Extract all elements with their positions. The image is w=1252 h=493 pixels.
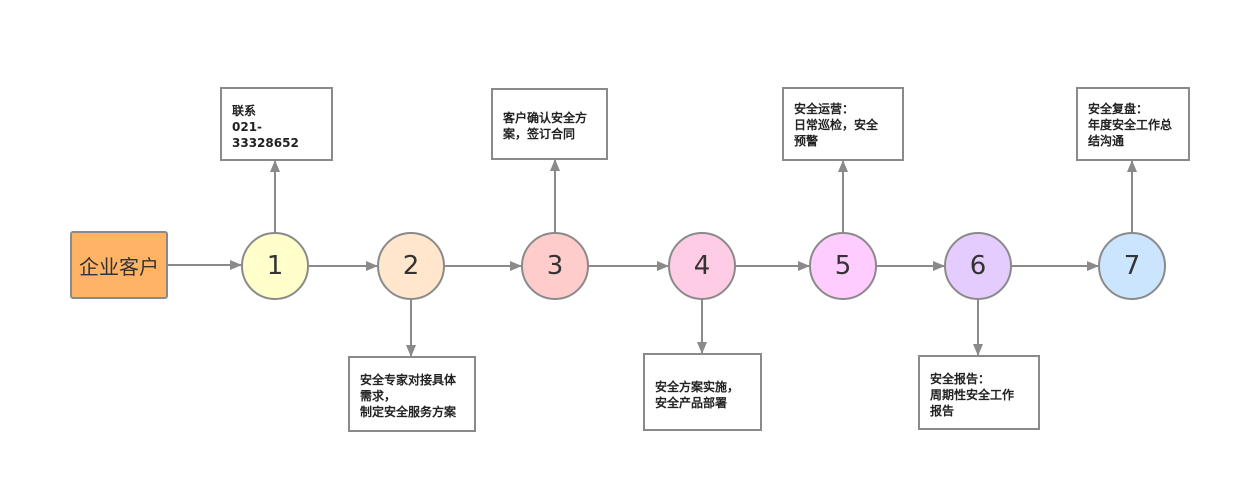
step-number: 2 (402, 251, 420, 281)
step-node-2: 2 (377, 232, 445, 300)
note-operations: 安全运营： 日常巡检，安全 预警 (782, 87, 904, 161)
note-contact: 联系 021- 33328652 (220, 87, 333, 161)
start-node-enterprise-client: 企业客户 (70, 231, 168, 299)
step-number: 4 (693, 251, 711, 281)
step-node-5: 5 (809, 232, 877, 300)
step-number: 5 (834, 251, 852, 281)
note-security-report: 安全报告： 周期性安全工作 报告 (918, 355, 1040, 430)
step-node-3: 3 (521, 232, 589, 300)
step-node-7: 7 (1098, 232, 1166, 300)
step-number: 7 (1123, 251, 1141, 281)
step-node-6: 6 (944, 232, 1012, 300)
step-node-4: 4 (668, 232, 736, 300)
note-annual-review: 安全复盘： 年度安全工作总 结沟通 (1076, 87, 1190, 161)
start-node-label: 企业客户 (79, 254, 159, 279)
note-implementation: 安全方案实施， 安全产品部署 (643, 353, 762, 431)
step-number: 1 (266, 251, 284, 281)
note-expert-requirements: 安全专家对接具体 需求， 制定安全服务方案 (348, 356, 476, 432)
note-confirm-contract: 客户确认安全方 案，签订合同 (491, 88, 608, 160)
step-number: 3 (546, 251, 564, 281)
step-number: 6 (969, 251, 987, 281)
step-node-1: 1 (241, 232, 309, 300)
